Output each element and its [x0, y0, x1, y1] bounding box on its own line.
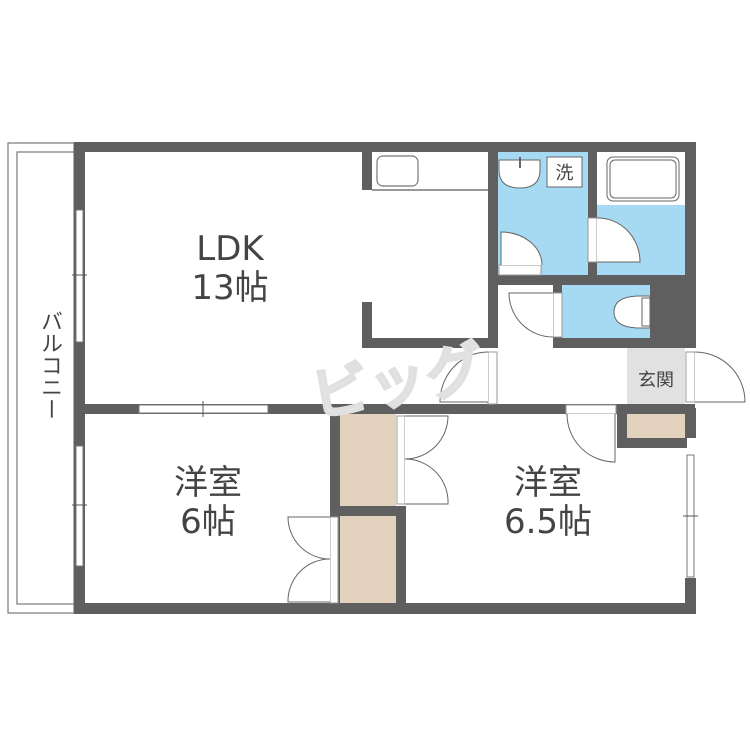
door-toilet[interactable] — [508, 292, 563, 338]
entrance-floor — [627, 347, 685, 408]
balcony-label: バルコニー — [30, 310, 62, 420]
window-bedroom1-west — [75, 445, 84, 567]
room-ldk-label: LDK 13帖 — [150, 229, 310, 309]
door-closet-lower[interactable] — [287, 516, 339, 604]
sink-icon — [376, 155, 419, 187]
door-ldk[interactable] — [439, 351, 498, 405]
room-western1-name: 洋室 — [174, 463, 242, 503]
room-western2-name: 洋室 — [514, 463, 582, 503]
room-western2-size: 6.5帖 — [503, 502, 593, 543]
doors — [287, 217, 746, 604]
balcony — [7, 142, 75, 614]
room-western1-size: 6帖 — [180, 502, 236, 543]
door-entrance[interactable] — [685, 351, 746, 403]
room-ldk-size: 13帖 — [191, 268, 269, 309]
entrance-label: 玄関 — [638, 370, 674, 391]
closet-lower — [340, 516, 396, 604]
door-closet-upper[interactable] — [396, 415, 449, 505]
door-washroom[interactable] — [498, 231, 543, 276]
windows — [72, 209, 698, 578]
closet-upper — [340, 414, 396, 506]
room-ldk-name: LDK — [196, 229, 264, 269]
washroom-label: 洗 — [556, 163, 574, 184]
room-western1-label: 洋室 6帖 — [128, 463, 288, 543]
storage-areas — [340, 347, 685, 604]
washbasin-icon — [498, 159, 541, 189]
room-western2-label: 洋室 6.5帖 — [463, 463, 633, 543]
balcony-name: バルコニー — [37, 310, 62, 420]
watermark-logo: ビッグ — [306, 333, 489, 430]
door-bedroom2[interactable] — [565, 404, 617, 463]
door-bathroom[interactable] — [587, 217, 641, 263]
window-ldk-west — [75, 209, 84, 343]
washer-label-box — [546, 156, 583, 188]
wet-areas — [498, 152, 685, 338]
toilet-icon — [613, 295, 651, 329]
kitchen-counter — [372, 155, 488, 191]
bathtub-icon — [597, 152, 685, 205]
washroom-fixtures: 洗 — [498, 156, 583, 189]
walls — [74, 142, 696, 614]
